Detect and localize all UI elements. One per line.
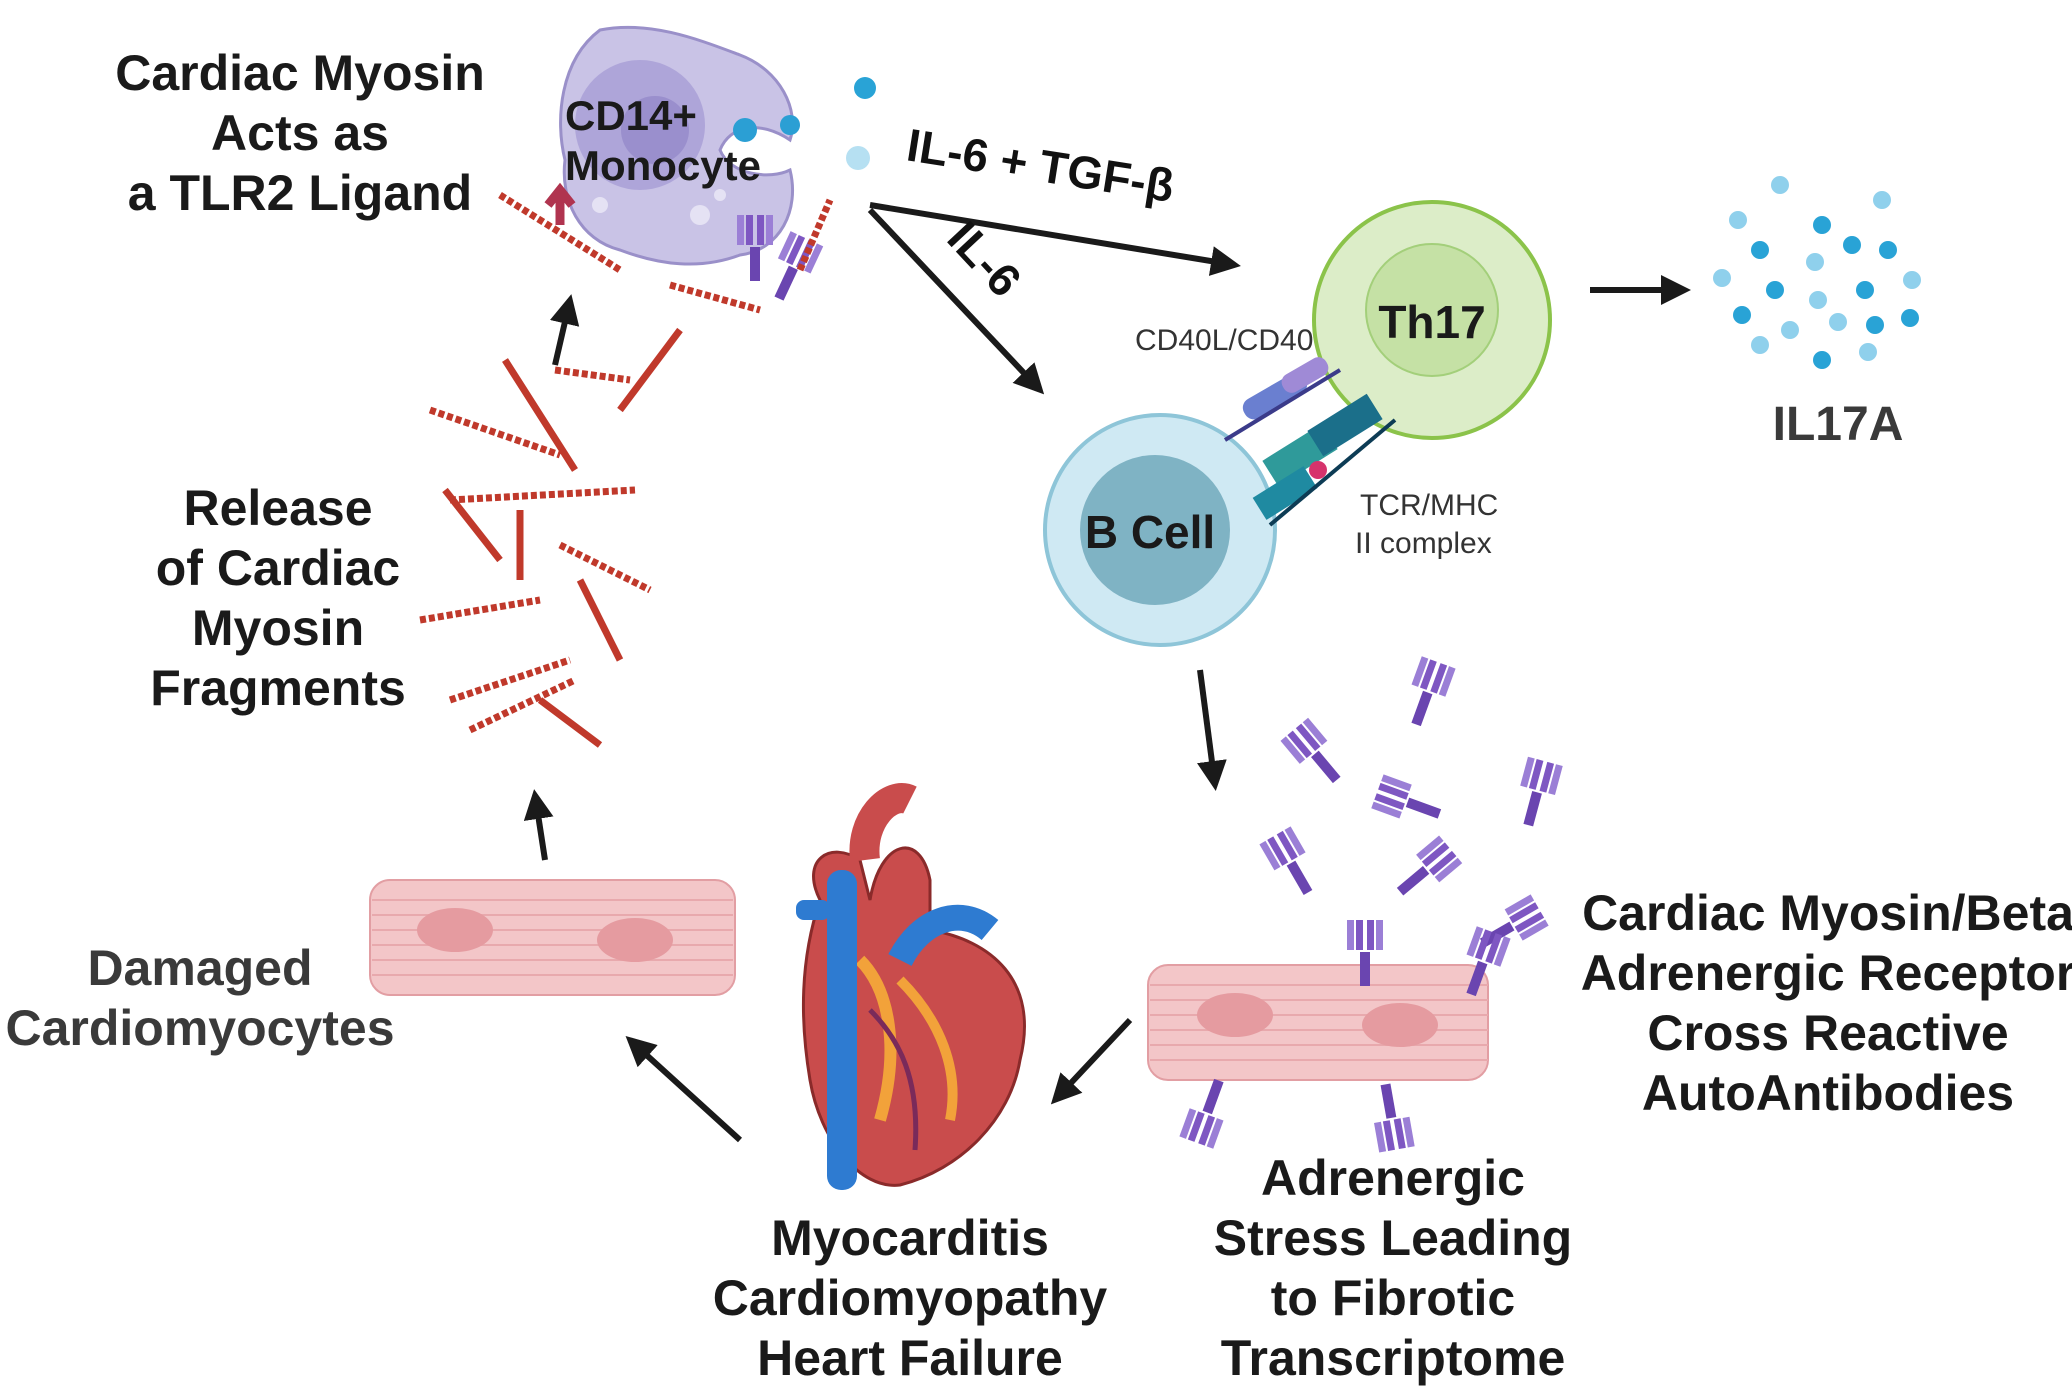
label-myocarditis-line-1: Myocarditis <box>771 1210 1049 1266</box>
arrow-il6 <box>867 207 1045 395</box>
label-adrenergic-line-4: Transcriptome <box>1221 1330 1566 1386</box>
b-cell <box>1043 413 1277 647</box>
label-release-line-1: Release <box>183 480 372 536</box>
arrow-release-monocyte <box>549 294 580 366</box>
label-bcell: B Cell <box>1085 506 1215 558</box>
th17-cell <box>1312 200 1552 440</box>
label-damaged-line-1: Damaged <box>87 940 312 996</box>
label-release-line-3: Myosin <box>192 600 364 656</box>
arrow-heart-damaged <box>625 1035 743 1143</box>
label-tcr-line-1: TCR/MHC <box>1360 489 1498 522</box>
label-release-line-4: Fragments <box>150 660 406 716</box>
monocyte-antibodies <box>544 182 824 307</box>
arrow-il6-tgf <box>869 202 1241 276</box>
label-adrenergic-line-1: Adrenergic <box>1261 1150 1525 1206</box>
arrow-bcell-antibodies <box>1197 669 1227 791</box>
arrow-to-heart <box>1050 1017 1133 1105</box>
label-cd40: CD40L/CD40 <box>1135 324 1313 357</box>
monocyte-myosin-fragments <box>498 192 834 314</box>
label-damaged-line-2: Cardiomyocytes <box>5 1000 394 1056</box>
label-adrenergic-line-2: Stress Leading <box>1214 1210 1572 1266</box>
label-autoab-line-2: Adrenergic Receptor <box>1581 945 2072 1001</box>
monocyte-cell <box>559 25 800 266</box>
label-tcr-line-2: II complex <box>1355 527 1492 560</box>
label-autoab-line-4: AutoAntibodies <box>1642 1065 2014 1121</box>
label-tlr2-line-2: Acts as <box>211 105 389 161</box>
cytokine-dots-monocyte <box>846 77 876 170</box>
label-il6-tgf: IL-6 + TGF-β <box>903 119 1177 213</box>
label-monocyte-line-2: Monocyte <box>565 142 761 189</box>
damaged-cardiomyocyte <box>369 879 736 996</box>
tcr-mhc-complex <box>1252 393 1397 527</box>
cd40-receptor-complex <box>1223 357 1342 442</box>
label-autoab-line-3: Cross Reactive <box>1647 1005 2008 1061</box>
il17a-cytokine-cloud <box>1713 176 1921 369</box>
label-myocarditis-line-2: Cardiomyopathy <box>713 1270 1108 1326</box>
heart-illustration <box>796 783 1026 1190</box>
arrow-damaged-release <box>523 789 554 861</box>
label-release-line-2: of Cardiac <box>156 540 401 596</box>
label-autoab-line-1: Cardiac Myosin/Beta <box>1582 885 2072 941</box>
autoantibody-cloud <box>1259 656 1563 959</box>
label-monocyte-line-1: CD14+ <box>565 92 697 139</box>
label-il17a: IL17A <box>1773 398 1904 451</box>
cardiomyocyte-with-antibodies <box>1147 920 1511 1153</box>
label-tlr2-line-3: a TLR2 Ligand <box>128 165 472 221</box>
label-adrenergic-line-3: to Fibrotic <box>1271 1270 1515 1326</box>
label-tlr2-line-1: Cardiac Myosin <box>115 45 485 101</box>
label-myocarditis-line-3: Heart Failure <box>757 1330 1063 1386</box>
released-myosin-fragments <box>419 327 683 748</box>
label-th17: Th17 <box>1378 296 1485 348</box>
